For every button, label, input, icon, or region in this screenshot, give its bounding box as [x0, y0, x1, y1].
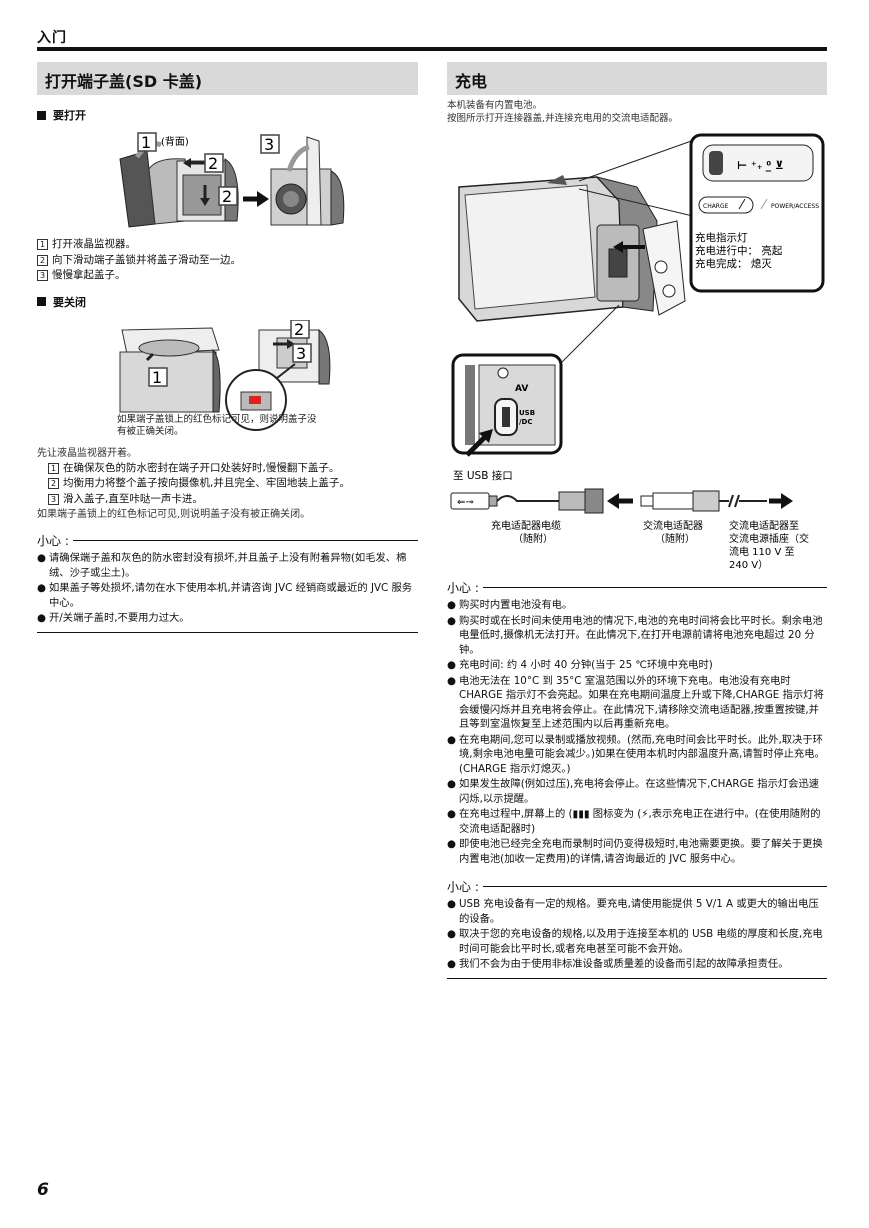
usb-port-label: USB	[519, 409, 535, 417]
list-item: ●USB 充电设备有一定的规格。要充电,请使用能提供 5 V/1 A 或更大的输…	[447, 898, 819, 925]
cable-supplied: （随附）	[513, 532, 553, 545]
list-item: ●我们不会为由于使用非标准设备或质量差的设备而引起的故障承担责任。	[447, 958, 789, 970]
left-caution-heading: 小心 :	[37, 532, 418, 549]
right-caution-list-1: ●购买时内置电池没有电。 ●购买时或在长时间未使用电池的情况下,电池的充电时间将…	[447, 598, 827, 866]
charging-drawing: ⊢ ⁺₊ ⁰̲ ⊻ CHARGE POWER/ACCESS 充电指示灯 充电进行…	[450, 133, 825, 571]
square-bullet-icon	[37, 297, 46, 306]
cable-caption: 充电适配器电缆	[491, 519, 561, 532]
page-number: 6	[37, 1180, 49, 1200]
usb-plug-icon: ⇐⊸	[457, 497, 474, 508]
right-caution-heading-1: 小心 :	[447, 579, 827, 596]
list-item: ●购买时内置电池没有电。	[447, 599, 573, 611]
right-caution-end-rule	[447, 977, 827, 979]
svg-text:1: 1	[152, 368, 162, 387]
close-figure-caption: 如果端子盖锁上的红色标记可见，则说明盖子没 有被正确关闭。	[117, 413, 317, 437]
outlet-caption-1: 交流电适配器至	[729, 519, 799, 532]
close-cover-drawing: 1 2 3	[119, 318, 331, 431]
close-intro: 先让液晶监视器开着。	[37, 447, 137, 459]
page-header: 入门	[37, 27, 827, 51]
open-cover-illustration: 1 (背面) 2 2 3	[37, 129, 418, 229]
close-cover-illustration: 1 2 3 如果端子盖锁上的红色标记可见，则说明盖子没 有被正确关闭。	[37, 318, 418, 440]
terminal-cover-title: 打开端子盖(SD 卡盖)	[37, 62, 418, 95]
outlet-caption-3: 流电 110 V 至	[729, 545, 794, 558]
list-item: ●如果发生故障(例如过压),充电将会停止。在这些情况下,CHARGE 指示灯会迅…	[447, 778, 820, 805]
svg-text:2: 2	[294, 320, 304, 339]
close-outro: 如果端子盖锁上的红色标记可见,则说明盖子没有被正确关闭。	[37, 509, 311, 520]
right-caution-list-2: ●USB 充电设备有一定的规格。要充电,请使用能提供 5 V/1 A 或更大的输…	[447, 897, 827, 972]
list-item: ●充电时间: 约 4 小时 40 分钟(当于 25 ℃环境中充电时)	[447, 659, 713, 671]
lamp-charging: 充电进行中： 亮起	[695, 244, 783, 257]
av-port-label: AV	[515, 384, 528, 394]
left-caution-list: ●请确保端子盖和灰色的防水密封没有损坏,并且盖子上没有附着异物(如毛发、棉绒、沙…	[37, 551, 418, 626]
right-caution-heading-2: 小心 :	[447, 878, 827, 895]
square-bullet-icon	[37, 110, 46, 120]
open-heading: 要打开	[37, 107, 418, 123]
list-item: ●在充电期间,您可以录制或播放视频。(然而,充电时间会比平时长。此外,取决于环境…	[447, 733, 825, 775]
right-column: 充电 本机装备有内置电池。 按图所示打开连接器盖,并连接充电用的交流电适配器。	[447, 62, 827, 979]
outlet-caption-4: 240 V）	[729, 559, 768, 569]
list-item: ●如果盖子等处损坏,请勿在水下使用本机,并请咨询 JVC 经销商或最近的 JVC…	[37, 582, 413, 609]
list-item: ●开/关端子盖时,不要用力过大。	[37, 612, 190, 624]
svg-text:3: 3	[296, 344, 306, 363]
usb-terminal-label: 至 USB 接口	[453, 469, 513, 482]
svg-text:2: 2	[208, 154, 218, 173]
svg-text:3: 3	[264, 135, 274, 154]
open-cover-drawing: 1 (背面) 2 2 3	[119, 132, 345, 228]
close-heading: 要关闭	[37, 294, 418, 310]
section-label: 入门	[37, 30, 67, 46]
left-column: 打开端子盖(SD 卡盖) 要打开 1 (背面) 2	[37, 62, 418, 633]
lamp-title: 充电指示灯	[695, 231, 748, 244]
charge-lamp-label: CHARGE	[703, 203, 729, 210]
dc-port-label: /DC	[519, 418, 533, 426]
back-label: (背面)	[161, 135, 189, 148]
lamp-complete: 充电完成： 熄灭	[695, 257, 772, 270]
list-item: ●购买时或在长时间未使用电池的情况下,电池的充电时间将会比平时长。剩余电池电量低…	[447, 614, 823, 656]
list-item: ●即使电池已经完全充电而录制时间仍变得极短时,电池需要更换。要了解关于更换内置电…	[447, 838, 823, 865]
adapter-supplied: （随附）	[655, 532, 695, 545]
mode-switch-symbols: ⊢ ⁺₊ ⁰̲ ⊻	[737, 159, 784, 172]
power-access-label: POWER/ACCESS	[771, 203, 819, 210]
adapter-caption: 交流电适配器	[643, 519, 703, 532]
list-item: ●请确保端子盖和灰色的防水密封没有损坏,并且盖子上没有附着异物(如毛发、棉绒、沙…	[37, 552, 407, 579]
list-item: ●取决于您的充电设备的规格,以及用于连接至本机的 USB 电缆的厚度和长度,充电…	[447, 928, 823, 955]
charging-title: 充电	[447, 62, 827, 95]
list-item: ●在充电过程中,屏幕上的 (▮▮▮ 图标变为 (⚡,表示充电正在进行中。(在使用…	[447, 808, 821, 835]
left-caution-end-rule	[37, 631, 418, 633]
outlet-caption-2: 交流电源插座（交	[729, 532, 809, 545]
header-divider	[37, 47, 827, 51]
charging-intro: 本机装备有内置电池。 按图所示打开连接器盖,并连接充电用的交流电适配器。	[447, 100, 679, 124]
svg-text:2: 2	[222, 187, 232, 206]
list-item: ●电池无法在 10°C 到 35°C 室温范围以外的环境下充电。电池没有充电时 …	[447, 674, 824, 731]
charging-illustration: ⊢ ⁺₊ ⁰̲ ⊻ CHARGE POWER/ACCESS 充电指示灯 充电进行…	[447, 129, 827, 571]
badge-1: 1	[141, 133, 151, 152]
